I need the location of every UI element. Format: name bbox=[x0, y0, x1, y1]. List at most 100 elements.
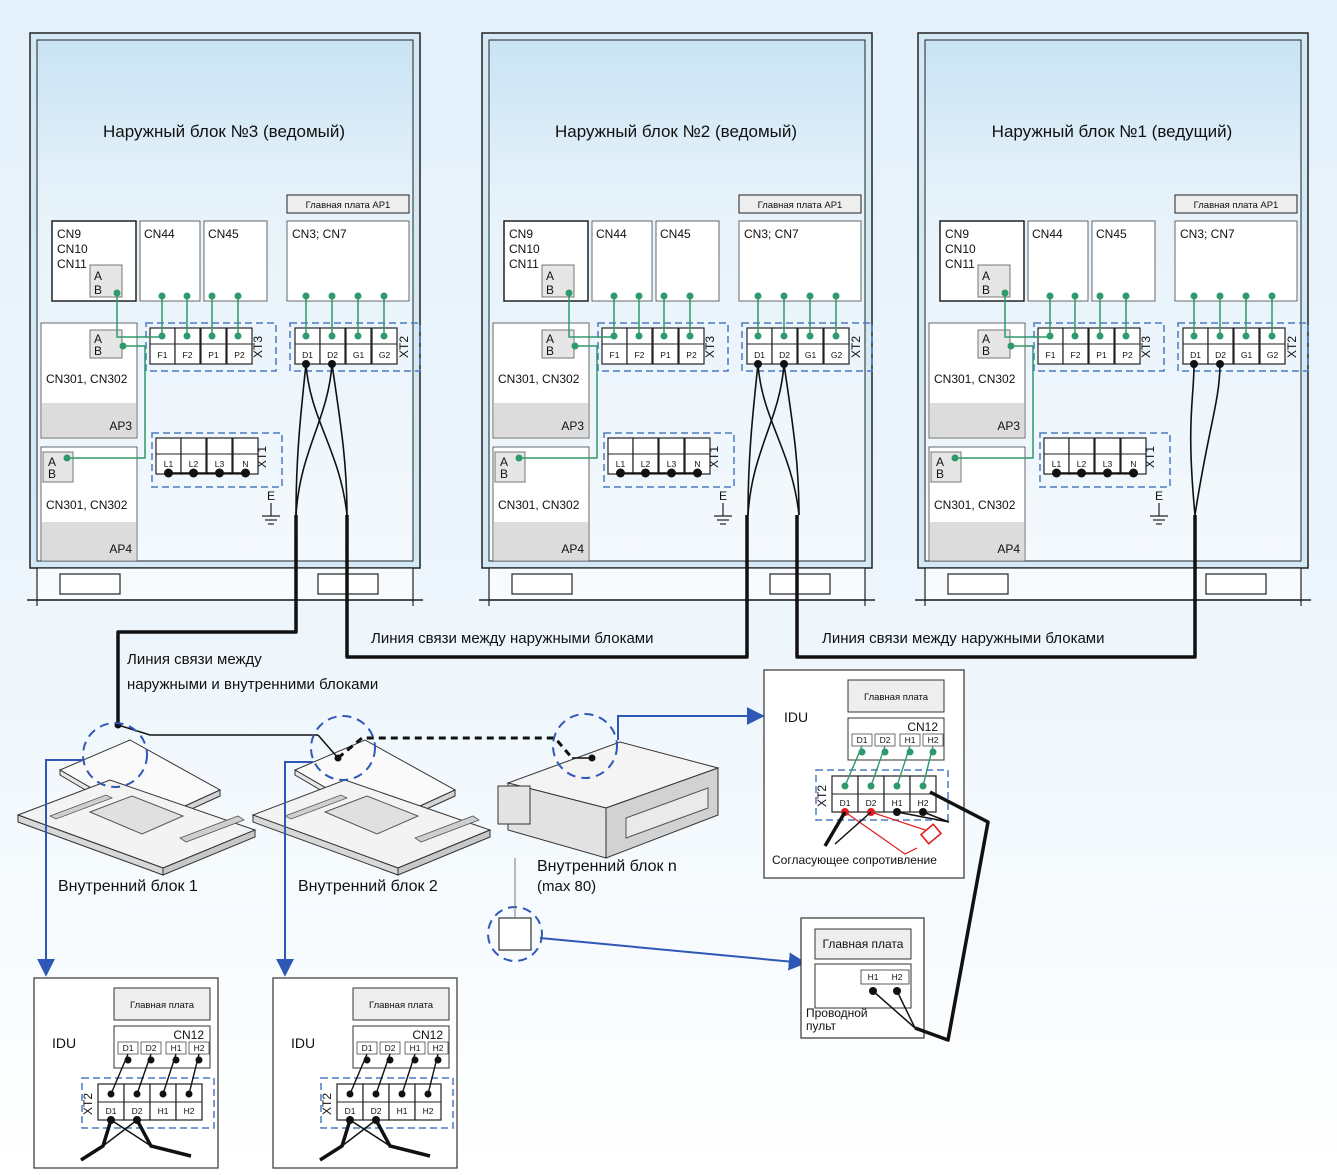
arrow-to-idu2 bbox=[276, 761, 313, 977]
xt2-term-label: D2 bbox=[327, 350, 338, 360]
xt1-screw bbox=[1129, 468, 1138, 478]
xt2-label: XT2 bbox=[397, 336, 411, 358]
cn45-box bbox=[203, 220, 268, 302]
xt1-term-label: L3 bbox=[1103, 459, 1113, 469]
indoor-unit-n-max: (max 80) bbox=[537, 878, 596, 895]
connector-b-label: B bbox=[94, 283, 102, 297]
idu-xt2-label: XT2 bbox=[815, 785, 829, 807]
cn9-label: CN9 bbox=[57, 227, 81, 241]
xt3-term-label: F2 bbox=[635, 350, 645, 360]
green-contact bbox=[832, 292, 840, 300]
outdoor-link-label-b: Линия связи между наружными блоками bbox=[822, 630, 1105, 647]
bus-wire-cassette1-to-cassette2 bbox=[117, 724, 318, 736]
wired-controller-icon bbox=[498, 917, 532, 951]
green-contact bbox=[1216, 292, 1224, 300]
idu-xt2-dashed-border bbox=[81, 1077, 215, 1129]
xt3-terminal bbox=[678, 327, 705, 365]
indoor-units bbox=[16, 739, 720, 876]
ap4-band bbox=[42, 522, 136, 560]
ap3-b-label: B bbox=[546, 344, 554, 358]
idu-xt2-term-label: D2 bbox=[132, 1106, 143, 1116]
ab-green-wire bbox=[1004, 293, 1050, 338]
xt3-dashed-border bbox=[597, 322, 729, 372]
xt3-term-label: P1 bbox=[208, 350, 219, 360]
ap3-a-label: A bbox=[982, 332, 990, 346]
ap4-cn301-label: CN301, CN302 bbox=[498, 498, 580, 512]
idu-board-label: Главная плата bbox=[130, 1000, 195, 1011]
unit-title: Наружный блок №2 (ведомый) bbox=[555, 122, 797, 141]
xt3-term-label: P2 bbox=[234, 350, 245, 360]
xt2-term-label: G2 bbox=[1267, 350, 1279, 360]
idu-board-label: Главная плата bbox=[864, 692, 929, 703]
idu-xt2-term-label: H1 bbox=[892, 798, 903, 808]
idu-board-box bbox=[352, 987, 450, 1021]
idu-xt2-label: XT2 bbox=[81, 1093, 95, 1115]
idu-xt2-term-label: H1 bbox=[397, 1106, 408, 1116]
green-contact bbox=[1268, 292, 1276, 300]
green-contact bbox=[183, 332, 191, 340]
xt3-dashed-border bbox=[145, 322, 277, 372]
cn45-label: CN45 bbox=[1096, 227, 1127, 241]
ap4-cn301-label: CN301, CN302 bbox=[934, 498, 1016, 512]
idu-xt2-label: XT2 bbox=[320, 1093, 334, 1115]
ap4-label: AP4 bbox=[109, 542, 132, 556]
cn12-pin-label: D2 bbox=[385, 1043, 396, 1053]
cn44-label: CN44 bbox=[1032, 227, 1063, 241]
green-contact bbox=[1242, 292, 1250, 300]
green-contact bbox=[354, 292, 362, 300]
ap3-a-label: A bbox=[94, 332, 102, 346]
base-slot-right bbox=[769, 573, 831, 595]
cn44-box bbox=[1027, 220, 1089, 302]
indoor-bus-wires bbox=[117, 724, 592, 760]
outdoor-unit-2: Наружный блок №2 (ведомый)Главная плата … bbox=[479, 32, 875, 606]
xt2-term-label: G1 bbox=[353, 350, 365, 360]
cn12-pin-label: H2 bbox=[194, 1043, 205, 1053]
xt1-screw bbox=[616, 468, 625, 478]
trunk-wires bbox=[116, 515, 1197, 725]
ap3-b-label: B bbox=[94, 344, 102, 358]
idu-xt2-dashed-border bbox=[815, 769, 949, 821]
idu-xt2-term-label: D1 bbox=[840, 798, 851, 808]
cn9-label: CN9 bbox=[509, 227, 533, 241]
ap4-label: AP4 bbox=[997, 542, 1020, 556]
ap1-label-box bbox=[1174, 194, 1298, 214]
outdoor3-outdoor2-trunk-wire bbox=[345, 515, 749, 659]
xt1-dashed-border bbox=[1039, 432, 1171, 488]
xt1-term-label: L2 bbox=[641, 459, 651, 469]
cn3-cn7-box bbox=[1174, 220, 1298, 302]
green-contact bbox=[635, 332, 643, 340]
xt1-term-label: L1 bbox=[164, 459, 174, 469]
callout-arrows bbox=[37, 707, 807, 977]
xt1-terminal bbox=[155, 437, 182, 475]
ap3-cn301-label: CN301, CN302 bbox=[498, 372, 580, 386]
ap4-a-label: A bbox=[936, 455, 944, 469]
xt1-screw bbox=[693, 468, 702, 478]
green-contact bbox=[328, 332, 336, 340]
xt1-label: XT1 bbox=[1143, 446, 1157, 468]
xt2-terminal bbox=[371, 327, 398, 365]
xt1-term-label: L1 bbox=[616, 459, 626, 469]
connector-b-label: B bbox=[546, 283, 554, 297]
cn12-label: CN12 bbox=[412, 1028, 443, 1042]
green-contact bbox=[806, 332, 814, 340]
xt1-label: XT1 bbox=[255, 446, 269, 468]
xt1-terminal bbox=[232, 437, 259, 475]
cn12-pin-label: H2 bbox=[433, 1043, 444, 1053]
idu-xt2-dashed-border bbox=[320, 1077, 454, 1129]
cn45-label: CN45 bbox=[208, 227, 239, 241]
resistor-lead bbox=[844, 811, 918, 855]
arrow-to-idu-n bbox=[617, 707, 765, 740]
indoor-unit-n-label: Внутренний блок n bbox=[537, 858, 677, 875]
detail-circle-duct bbox=[552, 713, 618, 779]
idu-n-to-controller-wire bbox=[914, 790, 990, 1042]
base-slot-right bbox=[1205, 573, 1267, 595]
green-contact bbox=[1216, 332, 1224, 340]
xt1-term-label: L3 bbox=[215, 459, 225, 469]
idu-xt2-term-label: H2 bbox=[918, 798, 929, 808]
ap4-label: AP4 bbox=[561, 542, 584, 556]
cassette-unit-1 bbox=[16, 739, 257, 876]
xt1-term-label: L1 bbox=[1052, 459, 1062, 469]
bus-wire-duct-dashed bbox=[337, 736, 574, 760]
